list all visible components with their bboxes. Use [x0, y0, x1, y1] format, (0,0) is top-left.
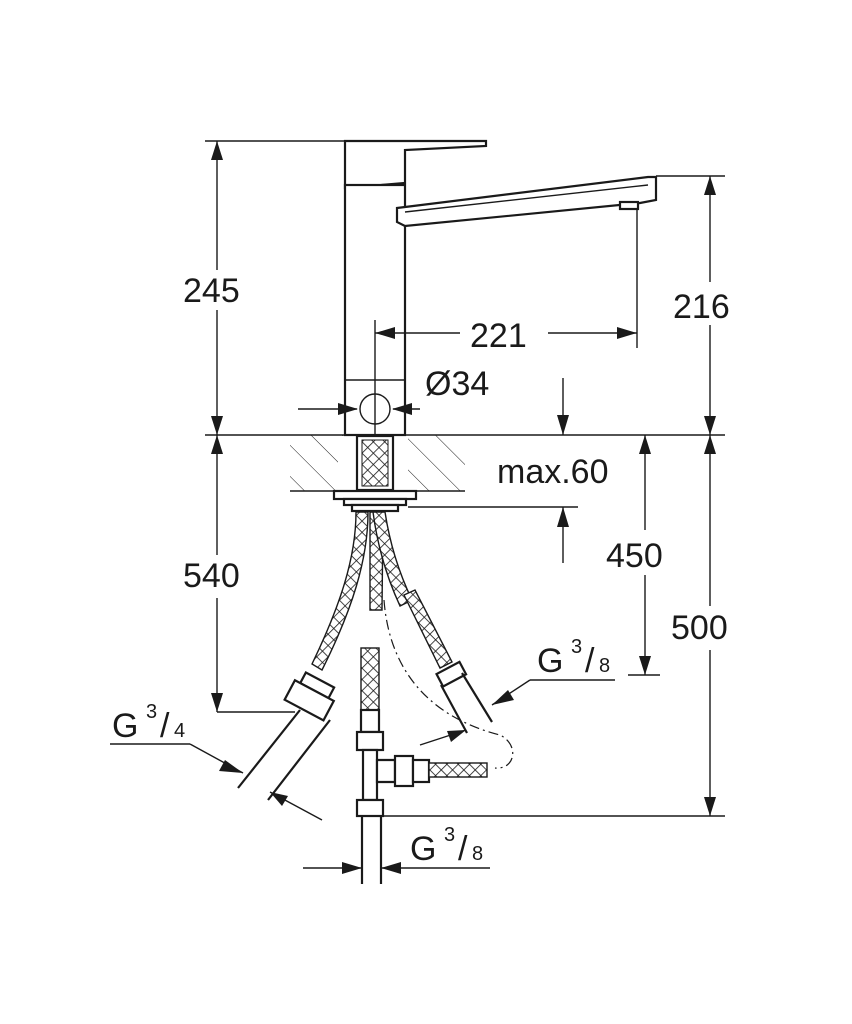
mounting-nut — [350, 503, 400, 513]
dim-hose-left: 540 — [183, 557, 240, 595]
left-connector — [237, 671, 336, 801]
dim-spout-reach: 221 — [470, 317, 527, 355]
dim-max-deck: max.60 — [497, 453, 609, 491]
spout — [395, 175, 658, 228]
svg-text:4: 4 — [174, 720, 185, 742]
dim-hole-diameter: Ø34 — [425, 365, 489, 403]
mounting-plate — [332, 489, 418, 501]
label-bottom-connection: G 3 / 8 — [410, 824, 483, 868]
left-pipe-outer — [237, 709, 301, 789]
dimension-labels: 245 216 221 Ø34 max.60 540 450 500 G 3 /… — [112, 272, 730, 868]
side-hose — [428, 762, 488, 778]
label-left-connection: G 3 / 4 — [112, 701, 185, 745]
dim-total-height: 245 — [183, 272, 240, 310]
svg-text:8: 8 — [599, 655, 610, 677]
svg-text:G: G — [537, 642, 563, 680]
svg-text:3: 3 — [146, 701, 157, 723]
dim-hose-right: 450 — [606, 537, 663, 575]
hoses — [237, 511, 514, 884]
svg-text:8: 8 — [472, 843, 483, 865]
tee-fitting — [355, 748, 488, 884]
svg-text:/: / — [458, 830, 468, 868]
left-pipe-inner — [267, 719, 331, 801]
svg-text:3: 3 — [571, 636, 582, 658]
label-right-connection: G 3 / 8 — [537, 636, 610, 680]
right-pipe-outer — [440, 684, 468, 734]
right-connector — [435, 660, 493, 734]
dim-spout-height: 216 — [673, 288, 730, 326]
right-pipe-inner — [461, 672, 493, 723]
svg-text:3: 3 — [444, 824, 455, 846]
svg-text:/: / — [160, 707, 170, 745]
svg-text:/: / — [585, 642, 595, 680]
alt-hose-position — [383, 599, 514, 769]
left-hose — [311, 511, 369, 671]
dim-below-deck: 500 — [671, 609, 728, 647]
svg-text:G: G — [410, 830, 436, 868]
right-hose — [403, 589, 453, 669]
dimension-lines — [110, 140, 725, 874]
svg-text:G: G — [112, 707, 138, 745]
aerator — [618, 200, 640, 211]
lever-handle — [343, 139, 488, 190]
